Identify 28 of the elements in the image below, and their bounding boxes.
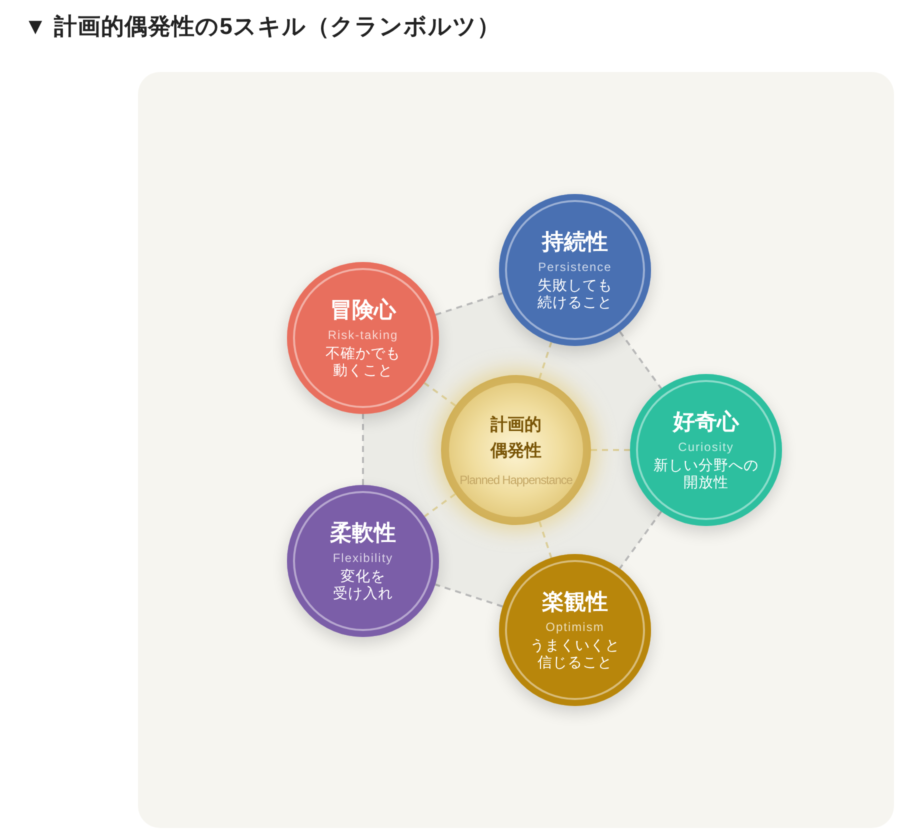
english-name: Planned Happenstance [460,472,572,488]
english-name: Optimism [546,619,604,635]
skill-description: うまくいくと信じること [530,638,620,672]
skill-name: 冒険心 [330,296,396,324]
dashed-line [424,493,456,518]
dashed-line [424,382,456,406]
skill-description: 変化を受け入れ [333,569,393,603]
center-title: 計画的偶発性 [490,414,542,462]
dashed-line [538,342,552,380]
skill-name: 柔軟性 [330,519,396,547]
dashed-line [434,584,504,608]
skill-name: 好奇心 [673,408,739,436]
dashed-line [591,449,630,451]
skill-name: 楽観性 [542,588,608,616]
english-name: Flexibility [332,550,394,566]
dashed-line [362,414,364,485]
english-name: Risk-taking [328,327,398,343]
skill-description: 新しい分野への開放性 [654,458,758,492]
skill-description: 失敗しても続けること [538,278,612,312]
dashed-line [538,520,552,558]
dashed-line [618,330,662,390]
page-title: ▼ 計画的偶発性の5スキル（クランボルツ） [24,12,500,41]
dashed-line [618,510,662,570]
skill-description: 不確かでも動くこと [326,346,400,380]
dashed-line [435,292,503,316]
english-name: Persistence [538,259,612,275]
english-name: Curiosity [678,439,734,455]
skill-name: 持続性 [542,228,608,256]
